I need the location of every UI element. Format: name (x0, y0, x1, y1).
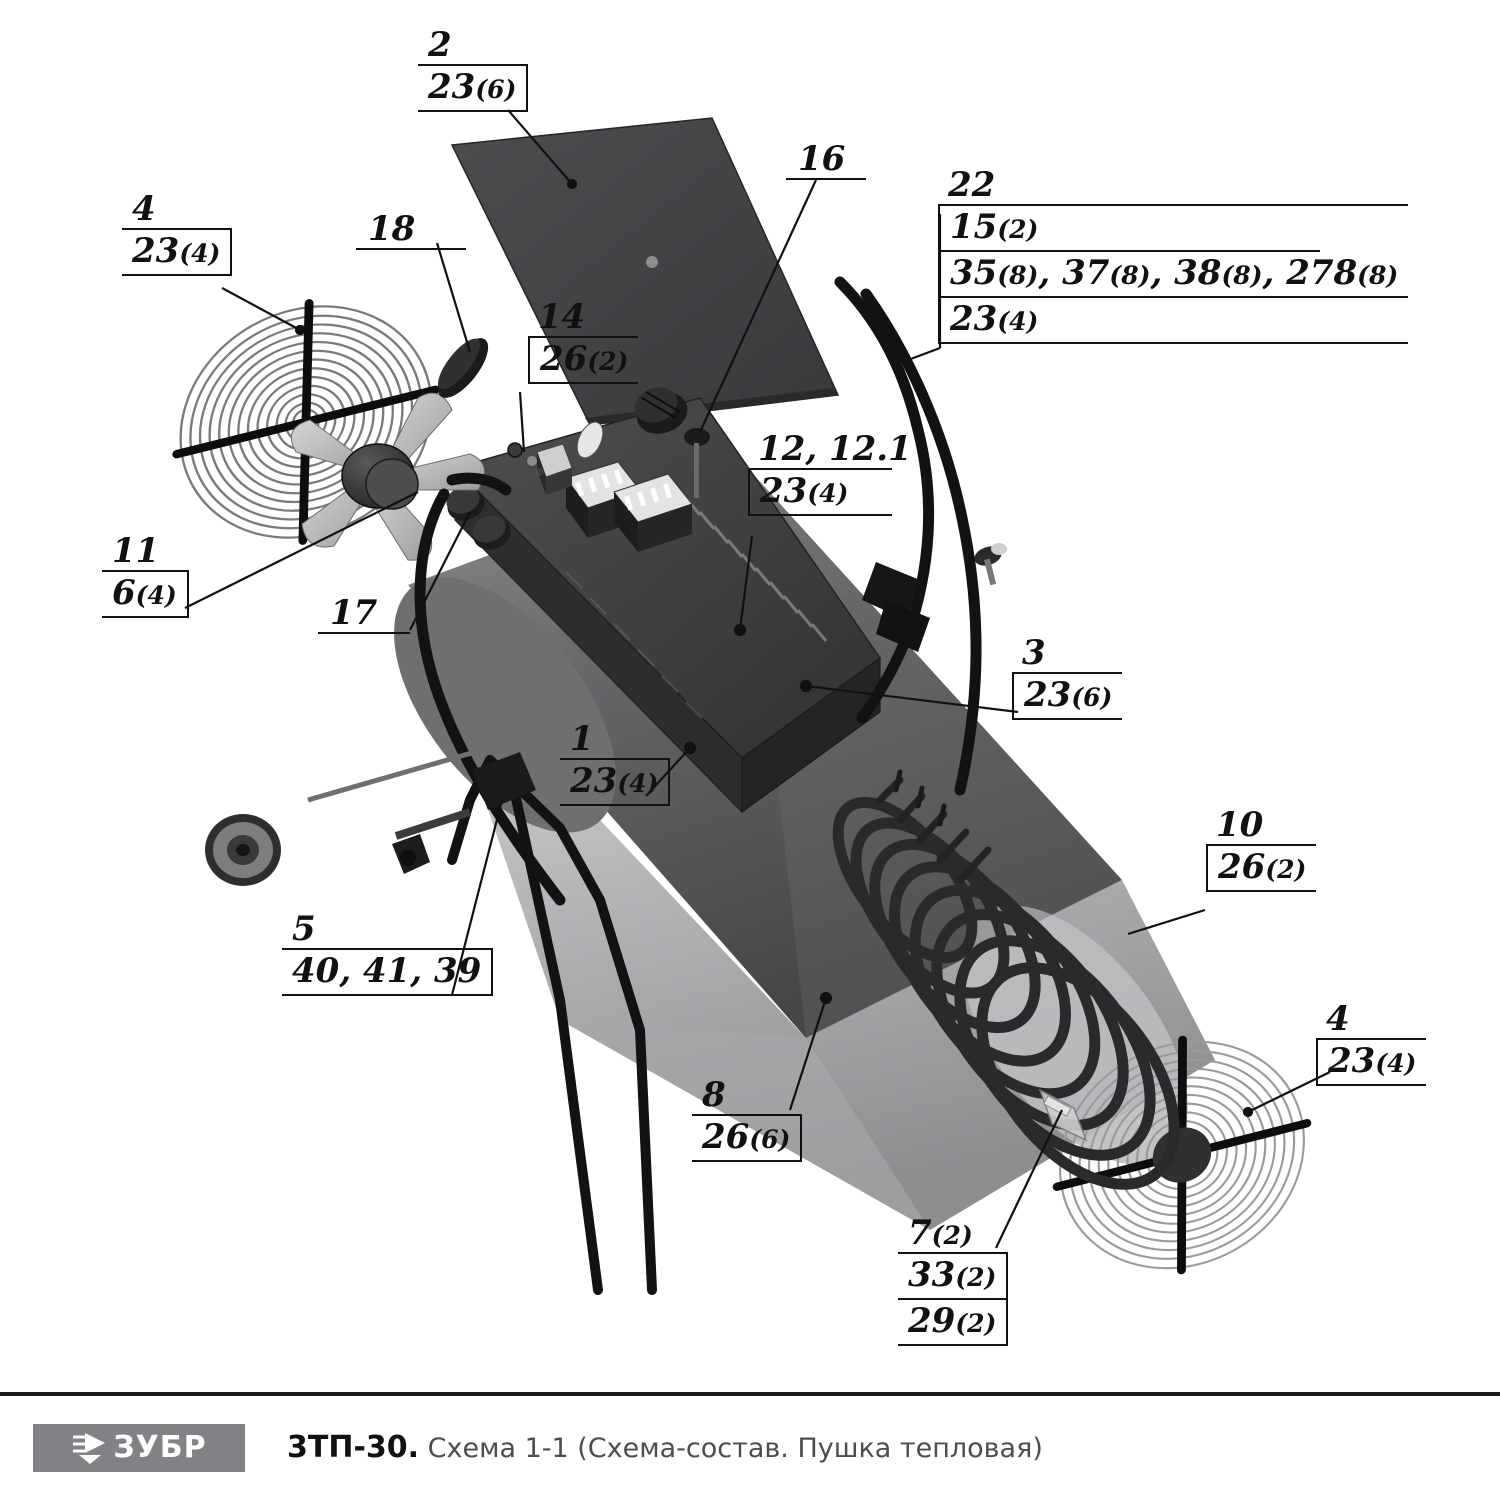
callout-7-row-2: 29(2) (898, 1300, 1007, 1346)
callout-18-number: 18 (368, 209, 416, 249)
part-top-cover-plate (450, 117, 840, 426)
callout-17: 17 (318, 596, 410, 634)
callout-5-number: 5 (292, 909, 316, 949)
footer: ЗУБР 3ТП-30. Схема 1-1 (Схема-состав. Пу… (0, 1396, 1500, 1500)
callout-3: 3 23(6) (1012, 633, 1123, 720)
footer-title: 3ТП-30. Схема 1-1 (Схема-состав. Пушка т… (287, 1430, 1043, 1465)
callout-7-row-1: 33(2) (898, 1254, 1007, 1300)
callout-4-left: 4 23(4) (122, 189, 233, 276)
callout-8-row-1: 26(6) (692, 1116, 801, 1162)
part-control-box (453, 397, 882, 814)
leader-lines (184, 109, 1331, 1249)
callout-22: 22 15(2) 35(8), 37(8), 38(8), 278(8) 23(… (938, 165, 1409, 344)
callout-4-left-rows: 23(4) (122, 228, 233, 276)
callout-14-rows: 26(2) (528, 336, 639, 384)
callout-14-row-1: 26(2) (530, 338, 639, 384)
exploded-view-drawing (172, 109, 1331, 1295)
callout-22-row-2: 35(8), 37(8), 38(8), 278(8) (940, 252, 1409, 298)
part-screw-16 (684, 428, 710, 498)
part-bolt-right (974, 543, 1007, 586)
callout-10-rows: 26(2) (1206, 844, 1317, 892)
callout-22-row-1: 15(2) (940, 206, 1320, 252)
callout-16-rule (786, 178, 866, 180)
part-frame-elbow (862, 562, 930, 652)
callout-7-rows: 33(2) 29(2) (898, 1252, 1009, 1346)
callout-17-rule (318, 632, 410, 634)
callout-1-number: 1 (570, 719, 594, 759)
part-fan-blades-left (290, 392, 485, 561)
callout-2-number: 2 (428, 25, 452, 65)
callout-22-number: 22 (948, 165, 996, 205)
callout-3-row-1: 23(6) (1014, 674, 1123, 720)
callout-16-number: 16 (798, 139, 846, 179)
zubr-logo-text: ЗУБР (113, 1430, 207, 1465)
part-coil-bracket (1038, 1088, 1088, 1142)
footer-model: 3ТП-30. (287, 1430, 420, 1465)
callout-5: 5 40, 41, 39 (282, 909, 494, 996)
callout-4-right-rows: 23(4) (1316, 1038, 1427, 1086)
callout-4-left-row-1: 23(4) (122, 230, 231, 276)
callout-12-number: 12, 12.1 (758, 429, 912, 469)
callout-1-rows: 23(4) (560, 758, 671, 806)
callout-2-row-1: 23(6) (418, 66, 527, 112)
callout-18-rule (356, 248, 466, 250)
part-control-knobs (446, 486, 511, 550)
callout-22-rows: 15(2) 35(8), 37(8), 38(8), 278(8) 23(4) (938, 204, 1409, 344)
callout-1-row-1: 23(4) (560, 760, 669, 806)
callout-4-left-number: 4 (132, 189, 156, 229)
callout-12: 12, 12.1 23(4) (748, 432, 916, 516)
part-wheel (205, 814, 281, 886)
callout-12-rows: 23(4) (748, 468, 892, 516)
callout-11-number: 11 (112, 531, 160, 571)
part-stand-foot (472, 752, 536, 810)
part-terminal-blocks (565, 461, 693, 552)
callout-4-right-number: 4 (1326, 999, 1350, 1039)
callout-18: 18 (356, 212, 466, 250)
callout-16: 16 (786, 142, 866, 180)
callout-10-row-1: 26(2) (1208, 846, 1317, 892)
callout-8-number: 8 (702, 1075, 726, 1115)
callout-10-number: 10 (1216, 805, 1264, 845)
footer-description: Схема 1-1 (Схема-состав. Пушка тепловая) (427, 1433, 1043, 1464)
callout-5-row-1: 40, 41, 39 (282, 950, 492, 996)
footer-divider (0, 1392, 1500, 1396)
callout-11-rows: 6(4) (102, 570, 189, 618)
callout-22-row-3: 23(4) (940, 298, 1409, 344)
callout-14: 14 26(2) (528, 297, 639, 384)
callout-7-number: 7(2) (908, 1213, 973, 1253)
callout-1: 1 23(4) (560, 719, 671, 806)
callout-3-rows: 23(6) (1012, 672, 1123, 720)
callout-11: 11 6(4) (102, 534, 189, 618)
zubr-logo: ЗУБР (33, 1424, 245, 1472)
callout-12-row-1: 23(4) (750, 470, 892, 516)
part-handle-grip (437, 338, 489, 398)
callout-8-rows: 26(6) (692, 1114, 803, 1162)
callout-2-rows: 23(6) (418, 64, 529, 112)
callout-4-right: 4 23(4) (1316, 999, 1427, 1086)
part-heating-coil (832, 769, 1180, 1190)
callout-14-number: 14 (538, 297, 586, 337)
part-relay (536, 443, 573, 495)
callout-4-right-row-1: 23(4) (1318, 1040, 1427, 1086)
callout-7: 7(2) 33(2) 29(2) (898, 1213, 1009, 1346)
callout-17-number: 17 (330, 593, 378, 633)
callout-3-number: 3 (1022, 633, 1046, 673)
callout-11-row-1: 6(4) (102, 572, 187, 618)
callout-8: 8 26(6) (692, 1075, 803, 1162)
callout-2: 2 23(6) (418, 25, 529, 112)
part-axle-rod (307, 739, 511, 874)
part-cable-gland (634, 387, 688, 434)
callout-5-rows: 40, 41, 39 (282, 948, 494, 996)
callout-10: 10 26(2) (1206, 805, 1317, 892)
zubr-arrow-icon (71, 1431, 107, 1465)
